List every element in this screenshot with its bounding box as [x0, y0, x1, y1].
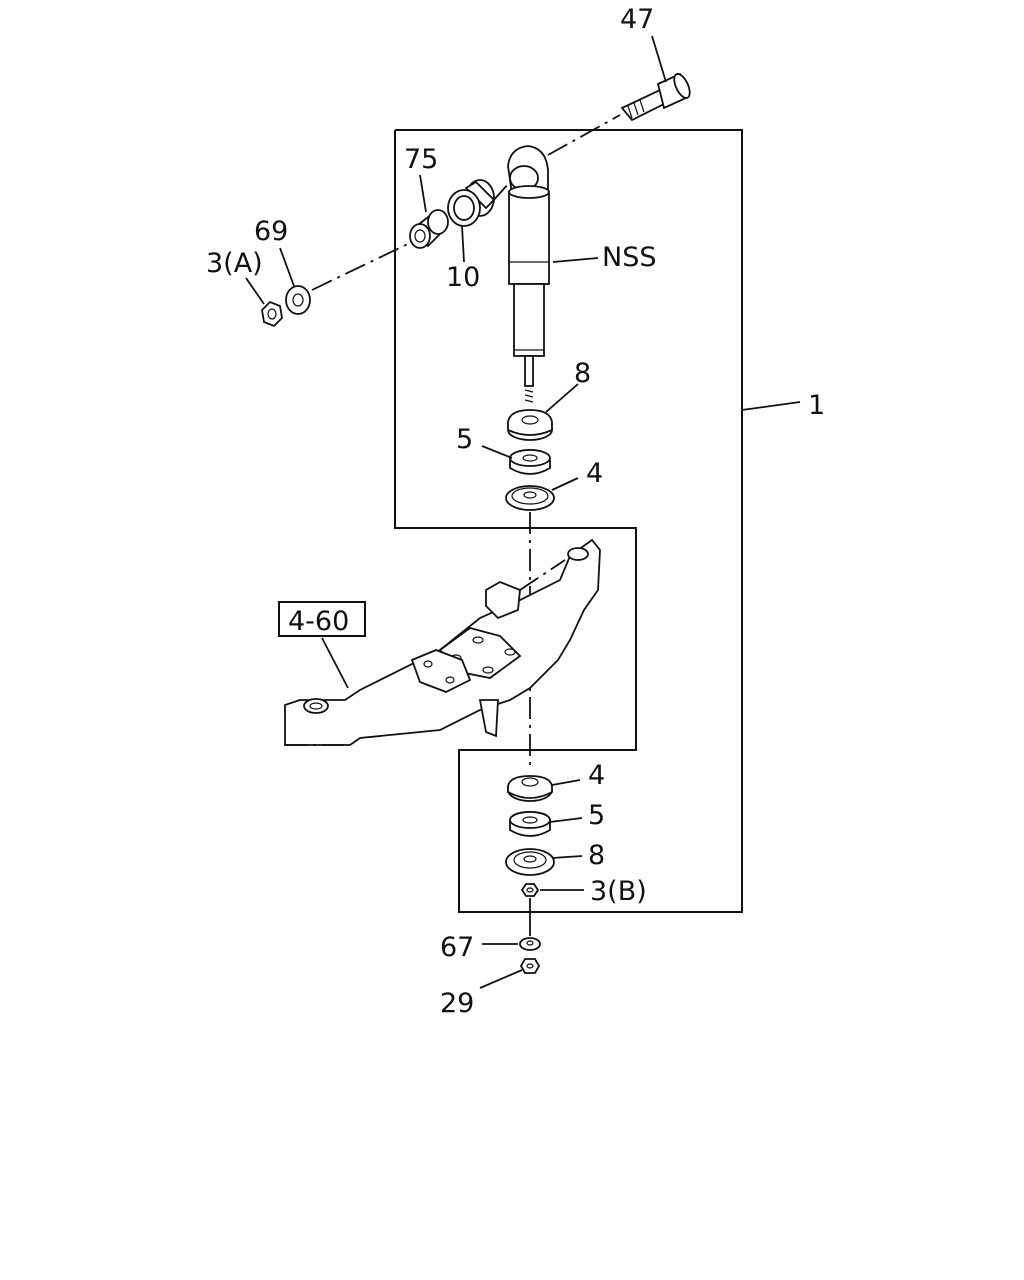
washer-8-top — [507, 383, 579, 441]
callout-4-60: 4-60 — [288, 606, 349, 637]
collar-75 — [409, 174, 449, 249]
callout-1: 1 — [808, 390, 825, 421]
leader-1 — [741, 401, 801, 411]
callout-69: 69 — [254, 216, 288, 247]
nut-3a — [245, 277, 283, 328]
axle-cross-member — [284, 538, 601, 746]
shock-absorber — [507, 145, 599, 403]
callout-8-bottom: 8 — [588, 840, 605, 871]
washer-67 — [482, 937, 541, 951]
cup-4-top — [505, 477, 579, 511]
assembly-frame — [394, 129, 743, 913]
nut-3b — [520, 883, 584, 897]
bushing-10 — [447, 179, 496, 263]
callout-nss: NSS — [602, 242, 656, 273]
cup-4-bottom — [507, 775, 581, 802]
washer-69 — [279, 247, 311, 315]
callout-67: 67 — [440, 932, 474, 963]
callout-8-top: 8 — [574, 358, 591, 389]
bolt-47 — [547, 35, 691, 156]
nut-29 — [479, 958, 541, 989]
callout-4-top: 4 — [586, 458, 603, 489]
callout-75: 75 — [404, 144, 438, 175]
callout-3b: 3(B) — [590, 876, 647, 907]
washer-8-bottom — [505, 848, 583, 876]
ref-box-4-60 — [278, 601, 366, 637]
callout-3a: 3(A) — [206, 248, 263, 279]
callout-29: 29 — [440, 988, 474, 1019]
callout-5-bottom: 5 — [588, 800, 605, 831]
callout-10: 10 — [446, 262, 480, 293]
rubber-5-bottom — [509, 811, 583, 837]
rubber-5-top — [481, 445, 551, 475]
callout-5-top: 5 — [456, 424, 473, 455]
callout-47: 47 — [620, 4, 654, 35]
callout-4-bottom: 4 — [588, 760, 605, 791]
